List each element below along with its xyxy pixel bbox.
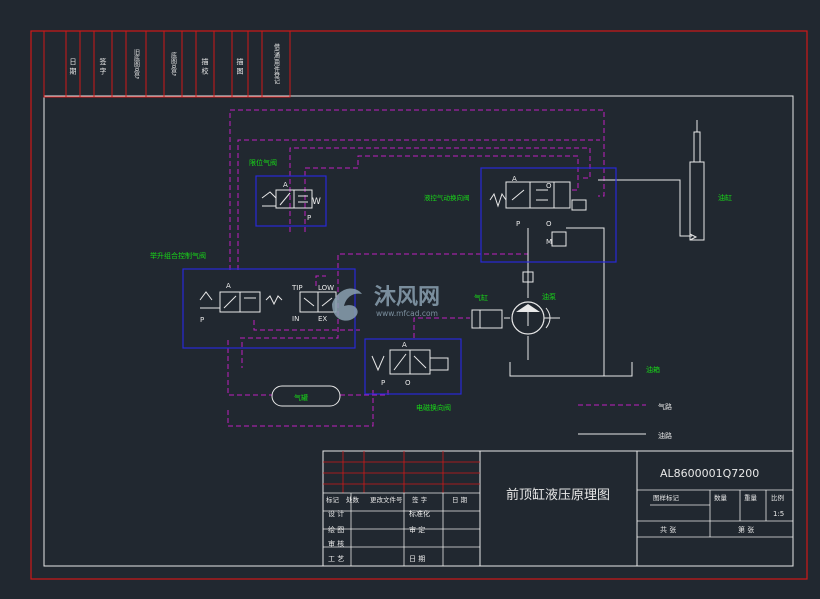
pneumatic-control-valve-label: 液控气动换向阀	[424, 193, 470, 202]
pc-valve-port-o-top: O	[546, 182, 552, 190]
tb-process: 工 艺	[328, 555, 344, 563]
tb-review: 审 定	[409, 525, 425, 534]
side-col-master: 底图总号	[170, 51, 177, 77]
drawing-title: 前顶缸液压原理图	[506, 487, 610, 503]
tb-scale-value: 1:5	[773, 510, 784, 518]
tb-sheet-no: 第 张	[738, 525, 754, 534]
solenoid-port-p: P	[381, 379, 385, 387]
lift-valve-port-ex: EX	[318, 315, 327, 323]
side-col-trace-check: 描 校	[201, 57, 209, 75]
rev-header-date: 日 期	[452, 496, 468, 504]
tb-draw: 绘 图	[328, 525, 344, 534]
lift-combo-valve-label: 举升组合控制气阀	[150, 251, 206, 260]
side-col-signature: 签 字	[99, 57, 107, 74]
limit-valve-port-p: P	[307, 214, 311, 222]
rev-header-mark: 标记	[326, 495, 340, 504]
air-cylinder	[471, 271, 534, 329]
lift-valve-port-a: A	[226, 282, 231, 290]
side-col-trace: 描 图	[236, 57, 244, 75]
oil-pump	[511, 301, 560, 335]
lift-valve-port-tip: TIP	[291, 284, 303, 292]
side-col-borrowed-reg: 借(通)用件登记	[273, 43, 280, 85]
rev-header-change-doc: 更改文件号	[370, 495, 403, 504]
lift-combo-valve: A P TIP LOW IN EX	[182, 268, 356, 349]
tb-stage-mark: 图样标记	[653, 493, 680, 502]
legend-air-label: 气路	[658, 402, 672, 411]
solenoid-valve-label: 电磁换向阀	[416, 403, 451, 412]
lift-valve-port-in: IN	[292, 315, 299, 323]
lift-valve-port-p: P	[200, 316, 204, 324]
limit-valve: A P W	[255, 175, 327, 227]
oil-cylinder	[689, 120, 705, 241]
title-block: 标记 处数 更改文件号 签 字 日 期 设 计 标准化 绘 图 审 定 审 核 …	[322, 450, 794, 567]
tb-scale-label: 比例	[771, 493, 784, 502]
air-receiver	[271, 385, 341, 407]
side-col-old-master: 旧底图总号	[133, 49, 140, 80]
pc-valve-port-p: P	[516, 220, 520, 228]
rev-header-count: 处数	[346, 495, 360, 504]
tb-standardize: 标准化	[409, 509, 430, 518]
solenoid-port-a: A	[402, 341, 407, 349]
solenoid-valve: A P O	[364, 338, 462, 395]
watermark-logo-icon	[332, 288, 362, 321]
watermark-url: www.mfcad.com	[376, 309, 438, 318]
oil-cylinder-label: 油缸	[718, 193, 732, 202]
air-lines	[227, 109, 605, 427]
limit-valve-port-w: W	[312, 197, 321, 207]
tb-quantity: 数量	[714, 493, 728, 502]
solenoid-port-o: O	[405, 379, 411, 387]
limit-valve-port-a: A	[283, 181, 288, 189]
legend: 气路 油路	[578, 402, 672, 440]
pc-valve-port-o-bottom: O	[546, 220, 552, 228]
legend-oil-label: 油路	[658, 431, 672, 440]
tb-total-sheets: 共 张	[660, 525, 676, 534]
tb-check: 审 核	[328, 539, 344, 548]
limit-valve-label: 限位气阀	[249, 158, 277, 167]
pc-valve-port-a: A	[512, 175, 517, 183]
side-registration-table: 日 期 签 字 旧底图总号 底图总号 描 校 描 图 借(通)用件登记	[43, 30, 291, 98]
lift-valve-port-low: LOW	[318, 284, 334, 292]
outer-frame	[30, 30, 808, 580]
watermark-brand: 沐风网	[374, 285, 440, 310]
air-receiver-label: 气罐	[294, 393, 308, 402]
rev-header-signature: 签 字	[412, 495, 428, 504]
tb-weight: 重量	[744, 494, 758, 502]
pc-valve-port-m: M	[546, 238, 552, 246]
pneumatic-control-valve: A O P O M	[480, 167, 617, 263]
side-col-date: 日 期	[69, 58, 77, 75]
tb-date: 日 期	[409, 555, 425, 563]
tb-design: 设 计	[328, 509, 344, 518]
air-cylinder-label: 气缸	[474, 293, 488, 302]
oil-lines	[504, 179, 692, 377]
oil-tank-label: 油箱	[646, 365, 660, 374]
oil-pump-label: 油泵	[542, 292, 556, 301]
drawing-number: AL8600001Q7200	[660, 467, 759, 480]
watermark: 沐风网 www.mfcad.com	[332, 285, 440, 321]
